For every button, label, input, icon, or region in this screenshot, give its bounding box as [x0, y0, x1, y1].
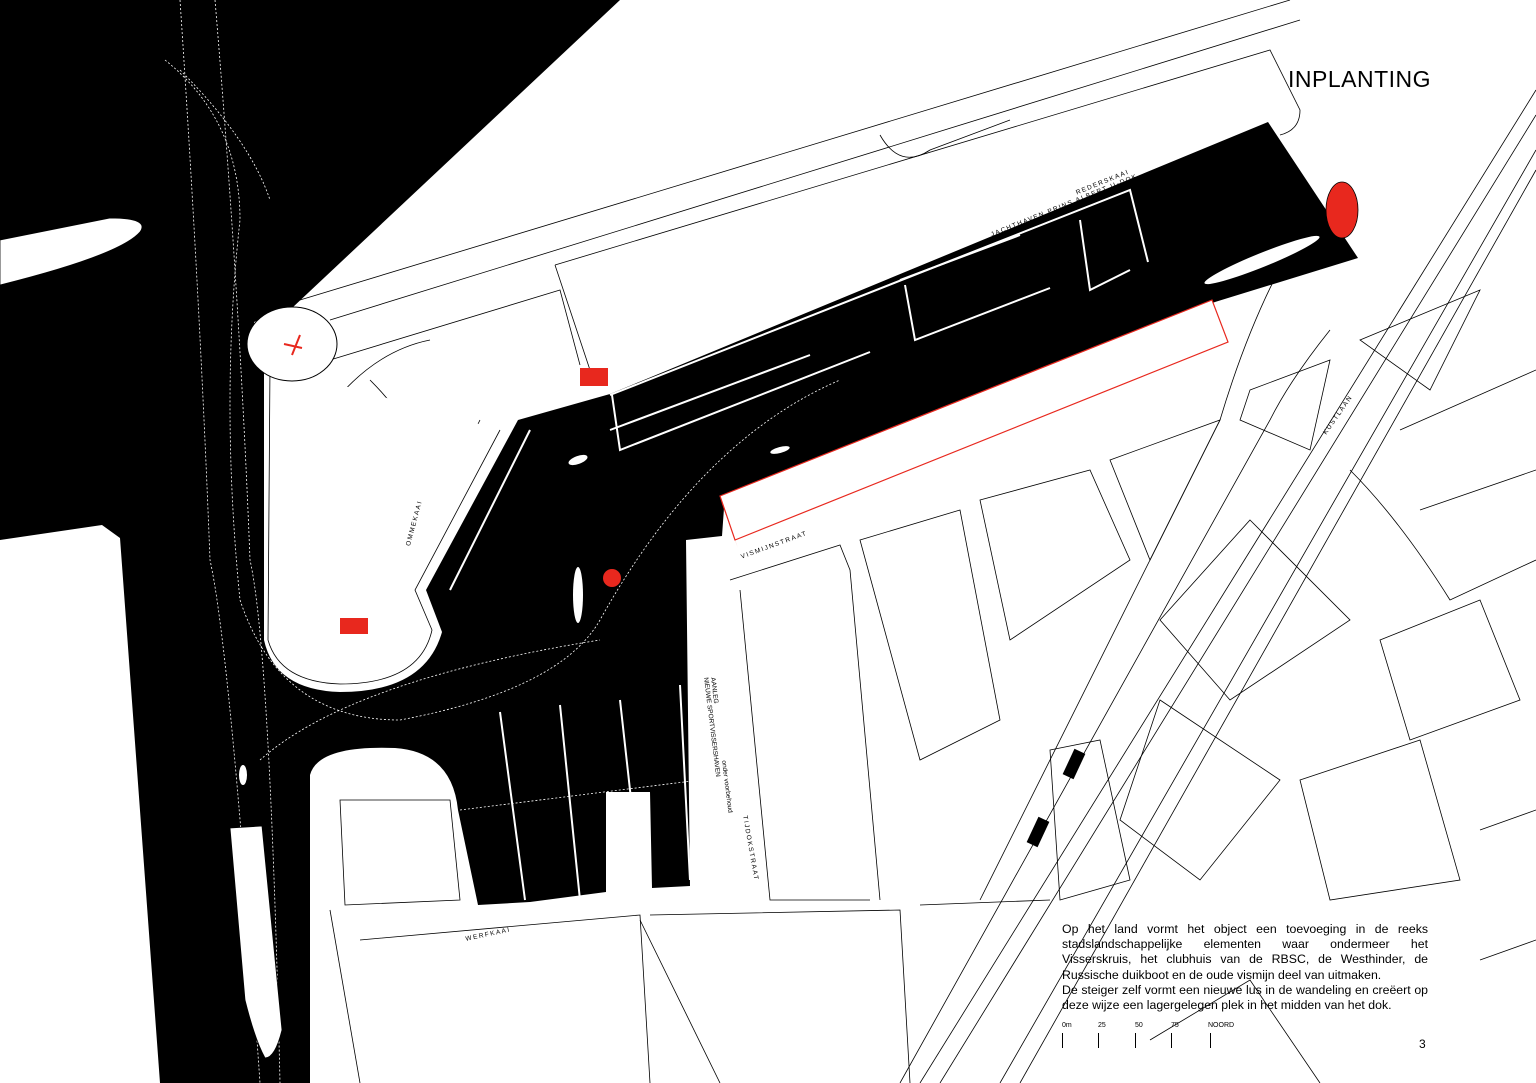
description-paragraph: Op het land vormt het object een toevoeg… — [1062, 922, 1428, 982]
red-circle-marker — [603, 569, 621, 587]
scale-tick-label: 0m — [1062, 1022, 1072, 1029]
vismijn-building — [719, 299, 1229, 541]
scale-tick-label: 50 — [1135, 1022, 1143, 1029]
scale-tick-label: 75 — [1171, 1022, 1179, 1029]
westhinder — [1325, 181, 1359, 239]
boats — [239, 235, 1320, 785]
visserskruis — [246, 306, 338, 382]
visserskruis-cross-icon — [283, 334, 303, 356]
water — [0, 0, 1358, 1083]
description: Op het land vormt het object een toevoeg… — [1062, 922, 1428, 1013]
tram — [1062, 748, 1086, 780]
marina-piers — [449, 188, 1149, 901]
north-arrow-icon — [1210, 1033, 1211, 1048]
north-label: NOORD — [1208, 1022, 1235, 1029]
tram — [1026, 816, 1050, 848]
description-paragraph: De steiger zelf vormt een nieuwe lus in … — [1062, 982, 1428, 1013]
rbsc-clubhouse — [580, 368, 608, 386]
clubhouse-ommekaai — [340, 618, 368, 634]
container-ship-top — [0, 217, 143, 286]
scale-tick-label: 25 — [1098, 1022, 1106, 1029]
scale-bar: 0m 25 50 75 NOORD — [1062, 1022, 1322, 1052]
container-ship-bottom — [229, 825, 283, 1059]
ommekaai-land — [267, 364, 501, 685]
page-title: INPLANTING — [1288, 66, 1432, 92]
page-number: 3 — [1419, 1037, 1426, 1051]
